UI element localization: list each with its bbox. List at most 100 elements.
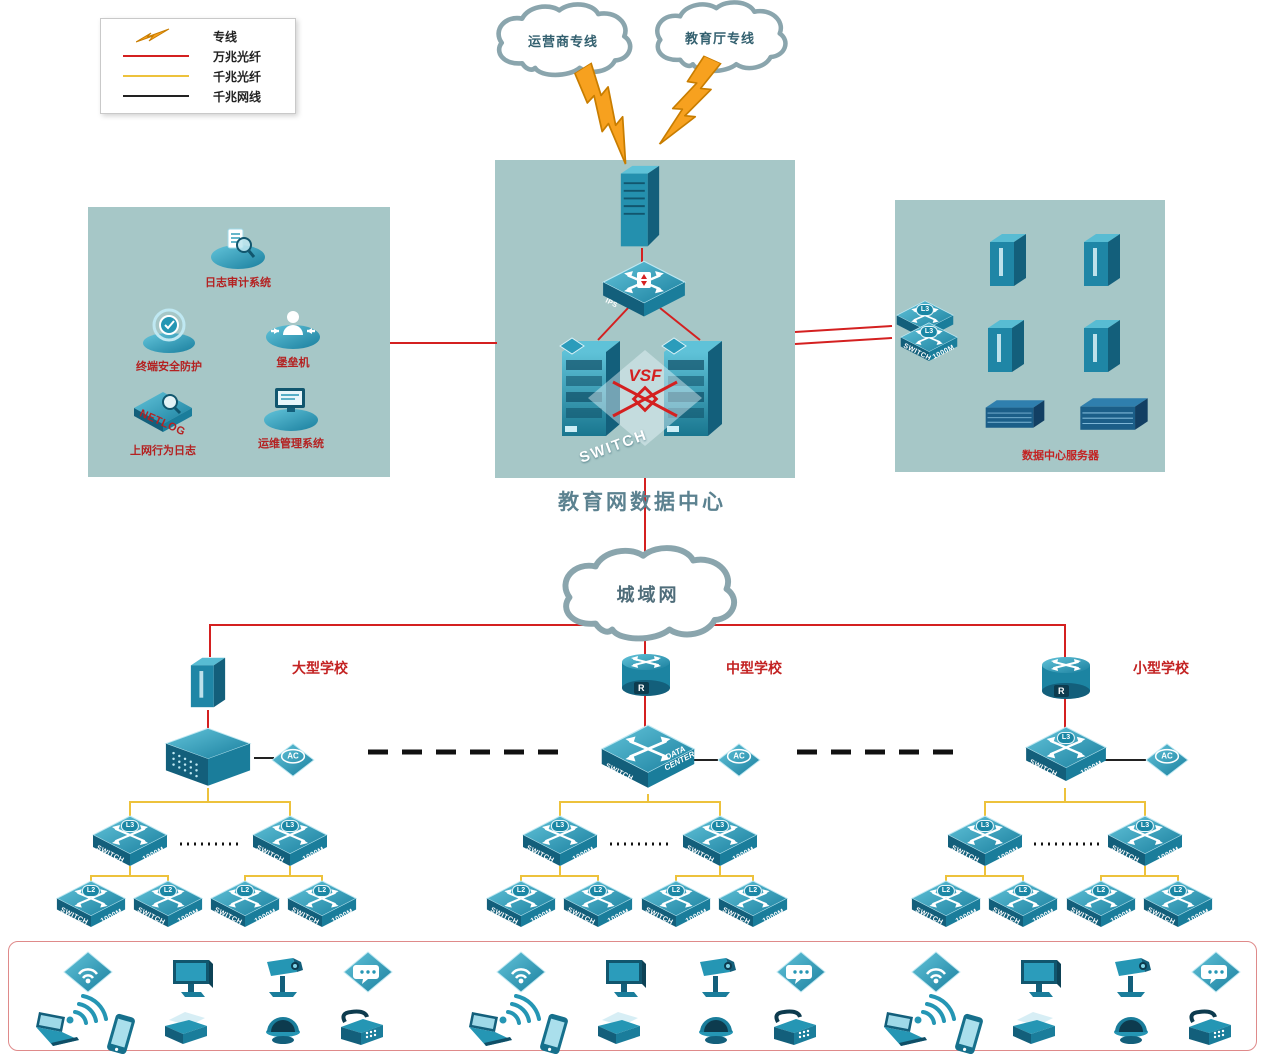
small-school-ac-controller: AC — [1144, 742, 1190, 778]
large-school-gateway — [187, 652, 229, 711]
terminal-devices-boundary — [8, 941, 1257, 1051]
man-cloud: 城域网 — [540, 545, 756, 643]
chat-terminal-icon — [775, 950, 827, 994]
l2-badge: L2 — [743, 884, 763, 897]
bastion-host-label: 堡垒机 — [276, 357, 310, 369]
legend: 专线 万兆光纤 千兆光纤 千兆网线 — [100, 18, 296, 114]
ptz-camera-icon — [1107, 952, 1155, 1000]
printer-icon — [594, 1008, 644, 1048]
laptop-icon — [879, 1010, 931, 1050]
rack-appliance — [1076, 394, 1152, 434]
desktop-monitor-icon — [169, 956, 217, 1000]
netlog-system: NETLOG 上网行为日志 — [130, 386, 196, 458]
router-badge: R — [1054, 685, 1069, 697]
large-school-ac-controller: AC — [270, 742, 316, 778]
printer-icon — [1009, 1008, 1059, 1048]
red-line-sample — [123, 55, 189, 57]
l3-badge: L3 — [1135, 820, 1155, 833]
edu-cloud: 教育厅专线 — [644, 0, 796, 74]
legend-label: 万兆光纤 — [213, 49, 262, 64]
medium-school-router: R — [620, 652, 672, 698]
legend-item-1g-cable: 千兆网线 — [113, 88, 283, 105]
ops-management-system: 运维管理系统 — [258, 384, 324, 451]
l3-badge: L3 — [1056, 731, 1076, 744]
ips-arrows-chip — [637, 272, 651, 288]
legend-item-dedicated-line: 专线 — [113, 28, 283, 45]
l2-badge: L2 — [511, 884, 531, 897]
netlog-icon — [134, 392, 192, 432]
laptop-icon — [464, 1010, 516, 1050]
isp-cloud: 运营商专线 — [485, 2, 641, 78]
netlog-label: 上网行为日志 — [130, 445, 196, 457]
legend-label: 千兆光纤 — [213, 69, 262, 84]
server-tower — [1080, 314, 1124, 376]
server-tower — [1080, 228, 1124, 290]
large-school-label: 大型学校 — [292, 660, 348, 676]
lightning-icon — [113, 28, 199, 44]
ptz-camera-icon — [259, 952, 307, 1000]
isp-cloud-label: 运营商专线 — [527, 33, 598, 49]
ops-management-icon — [264, 388, 318, 431]
small-school-label: 小型学校 — [1133, 660, 1189, 676]
log-audit-system: 日志审计系统 — [205, 225, 271, 290]
legend-label: 专线 — [213, 29, 238, 44]
l2-badge: L2 — [666, 884, 686, 897]
black-line-sample — [123, 95, 189, 97]
l3-badge: L3 — [915, 303, 935, 316]
log-audit-icon — [211, 228, 265, 269]
desktop-monitor-icon — [1017, 956, 1065, 1000]
l2-badge: L2 — [588, 884, 608, 897]
l2-badge: L2 — [1091, 884, 1111, 897]
edu-cloud-label: 教育厅专线 — [684, 30, 755, 46]
smartphone-icon — [536, 1011, 572, 1054]
l2-badge: L2 — [81, 884, 101, 897]
core-firewall — [616, 164, 664, 254]
l2-badge: L2 — [1168, 884, 1188, 897]
l3-badge: L3 — [280, 820, 300, 833]
l3-badge: L3 — [710, 820, 730, 833]
ops-management-label: 运维管理系统 — [258, 438, 324, 450]
legend-item-10g-fiber: 万兆光纤 — [113, 48, 283, 65]
printer-icon — [161, 1008, 211, 1048]
bastion-host-icon — [266, 311, 320, 349]
datacenter-title: 教育网数据中心 — [558, 491, 726, 514]
medium-school-label: 中型学校 — [726, 660, 782, 676]
l2-badge: L2 — [158, 884, 178, 897]
endpoint-security: 终端安全防护 — [136, 305, 202, 374]
l2-badge: L2 — [936, 884, 956, 897]
server-tower — [986, 228, 1030, 290]
vsf-label: VSF — [628, 366, 662, 385]
large-school-core-switch — [164, 726, 252, 788]
server-zone-label: 数据中心服务器 — [1022, 450, 1099, 462]
laptop-icon — [31, 1010, 83, 1050]
smartphone-icon — [103, 1011, 139, 1054]
ptz-camera-icon — [692, 952, 740, 1000]
rack-appliance — [982, 396, 1048, 432]
ips-device: IPS — [602, 260, 686, 331]
fax-phone-icon — [337, 1009, 387, 1051]
chat-terminal-icon — [342, 950, 394, 994]
l3-badge: L3 — [550, 820, 570, 833]
endpoint-security-label: 终端安全防护 — [136, 361, 202, 373]
dome-camera-icon — [695, 1011, 737, 1049]
desktop-monitor-icon — [602, 956, 650, 1000]
